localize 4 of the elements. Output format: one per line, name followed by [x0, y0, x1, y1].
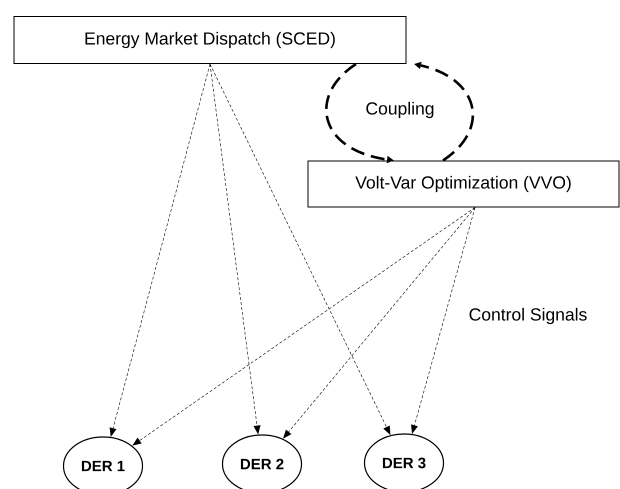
process-box: Volt-Var Optimization (VVO): [308, 160, 620, 208]
edge-label: Coupling: [364, 100, 436, 120]
process-box: Energy Market Dispatch (SCED): [14, 16, 406, 64]
annotation-text: Control Signals: [470, 308, 587, 324]
